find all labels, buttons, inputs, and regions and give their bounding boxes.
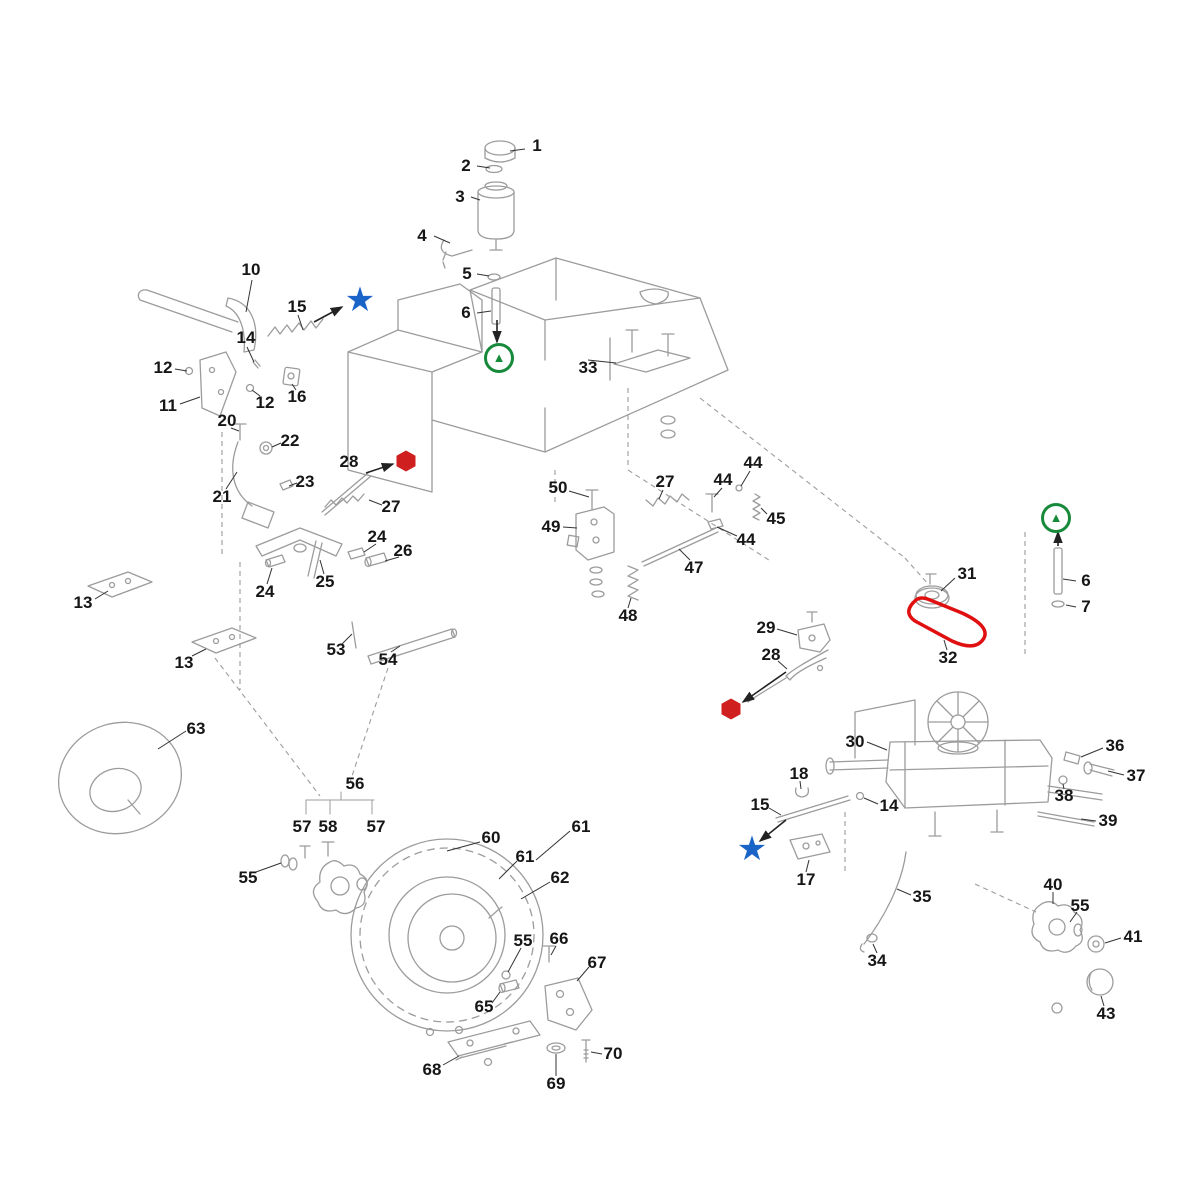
part-label-43: 43 bbox=[1096, 1004, 1116, 1023]
part-linework bbox=[57, 140, 1115, 1067]
part-label-50: 50 bbox=[548, 478, 568, 497]
construction-dashed-lines bbox=[214, 388, 1037, 913]
part-label-41: 41 bbox=[1123, 927, 1143, 946]
part-label-35: 35 bbox=[912, 887, 932, 906]
part-label-28: 28 bbox=[339, 452, 359, 471]
part-label-3: 3 bbox=[455, 187, 465, 206]
part-label-11: 11 bbox=[159, 396, 177, 415]
part-label-70: 70 bbox=[603, 1044, 623, 1063]
part-label-32: 32 bbox=[938, 648, 958, 667]
part-label-21: 21 bbox=[212, 487, 232, 506]
part-label-34: 34 bbox=[867, 951, 887, 970]
part-label-40: 40 bbox=[1043, 875, 1063, 894]
hexagon-marker bbox=[721, 698, 741, 720]
part-label-61: 61 bbox=[571, 817, 591, 836]
part-label-44: 44 bbox=[713, 470, 733, 489]
part-label-6: 6 bbox=[461, 303, 471, 322]
part-label-39: 39 bbox=[1098, 811, 1118, 830]
part-label-10: 10 bbox=[241, 260, 261, 279]
part-label-68: 68 bbox=[422, 1060, 442, 1079]
part-label-26: 26 bbox=[393, 541, 413, 560]
leader-lines bbox=[94, 148, 1125, 1076]
part-label-55: 55 bbox=[1070, 896, 1090, 915]
part-label-12: 12 bbox=[255, 393, 275, 412]
part-label-58: 58 bbox=[318, 817, 338, 836]
triangle-circle-marker: ▲ bbox=[484, 343, 514, 373]
drive-belt-highlight bbox=[907, 596, 987, 648]
part-label-57: 57 bbox=[366, 817, 386, 836]
part-label-18: 18 bbox=[789, 764, 809, 783]
part-label-60: 60 bbox=[481, 828, 501, 847]
part-label-22: 22 bbox=[280, 431, 300, 450]
part-label-4: 4 bbox=[417, 226, 427, 245]
part-label-24: 24 bbox=[367, 527, 387, 546]
part-label-61: 61 bbox=[515, 847, 535, 866]
part-label-23: 23 bbox=[295, 472, 315, 491]
part-label-57: 57 bbox=[292, 817, 312, 836]
part-label-67: 67 bbox=[587, 953, 607, 972]
triangle-icon: ▲ bbox=[492, 350, 506, 365]
part-label-17: 17 bbox=[796, 870, 816, 889]
part-label-53: 53 bbox=[326, 640, 346, 659]
part-label-65: 65 bbox=[474, 997, 494, 1016]
part-label-69: 69 bbox=[546, 1074, 566, 1093]
part-label-15: 15 bbox=[750, 795, 770, 814]
star-marker: ★ bbox=[344, 281, 376, 319]
part-label-55: 55 bbox=[238, 868, 258, 887]
part-label-37: 37 bbox=[1126, 766, 1146, 785]
part-label-14: 14 bbox=[879, 796, 899, 815]
part-label-56: 56 bbox=[345, 774, 365, 793]
part-label-16: 16 bbox=[287, 387, 307, 406]
part-label-20: 20 bbox=[217, 411, 237, 430]
part-label-5: 5 bbox=[462, 264, 472, 283]
part-label-25: 25 bbox=[315, 572, 335, 591]
part-label-27: 27 bbox=[381, 497, 401, 516]
part-label-30: 30 bbox=[845, 732, 865, 751]
star-marker: ★ bbox=[736, 830, 768, 868]
part-label-63: 63 bbox=[186, 719, 206, 738]
part-label-14: 14 bbox=[236, 328, 256, 347]
part-label-13: 13 bbox=[174, 653, 194, 672]
triangle-circle-marker: ▲ bbox=[1041, 503, 1071, 533]
part-label-6: 6 bbox=[1081, 571, 1091, 590]
part-label-36: 36 bbox=[1105, 736, 1125, 755]
part-label-47: 47 bbox=[684, 558, 704, 577]
direction-arrows bbox=[313, 306, 1063, 843]
part-label-55: 55 bbox=[513, 931, 533, 950]
part-label-49: 49 bbox=[541, 517, 561, 536]
part-label-54: 54 bbox=[378, 650, 398, 669]
triangle-icon: ▲ bbox=[1049, 510, 1063, 525]
part-label-31: 31 bbox=[957, 564, 977, 583]
part-label-24: 24 bbox=[255, 582, 275, 601]
part-label-13: 13 bbox=[73, 593, 93, 612]
part-label-44: 44 bbox=[743, 453, 763, 472]
part-label-62: 62 bbox=[550, 868, 570, 887]
part-label-66: 66 bbox=[549, 929, 569, 948]
part-label-27: 27 bbox=[655, 472, 675, 491]
part-label-7: 7 bbox=[1081, 597, 1091, 616]
part-label-2: 2 bbox=[461, 156, 471, 175]
hexagon-marker bbox=[396, 450, 416, 472]
part-label-12: 12 bbox=[153, 358, 173, 377]
part-label-48: 48 bbox=[618, 606, 638, 625]
part-label-44: 44 bbox=[736, 530, 756, 549]
part-label-45: 45 bbox=[766, 509, 786, 528]
part-label-15: 15 bbox=[287, 297, 307, 316]
part-label-1: 1 bbox=[532, 136, 542, 155]
part-label-29: 29 bbox=[756, 618, 776, 637]
part-label-28: 28 bbox=[761, 645, 781, 664]
part-label-38: 38 bbox=[1054, 786, 1074, 805]
part-label-33: 33 bbox=[578, 358, 598, 377]
